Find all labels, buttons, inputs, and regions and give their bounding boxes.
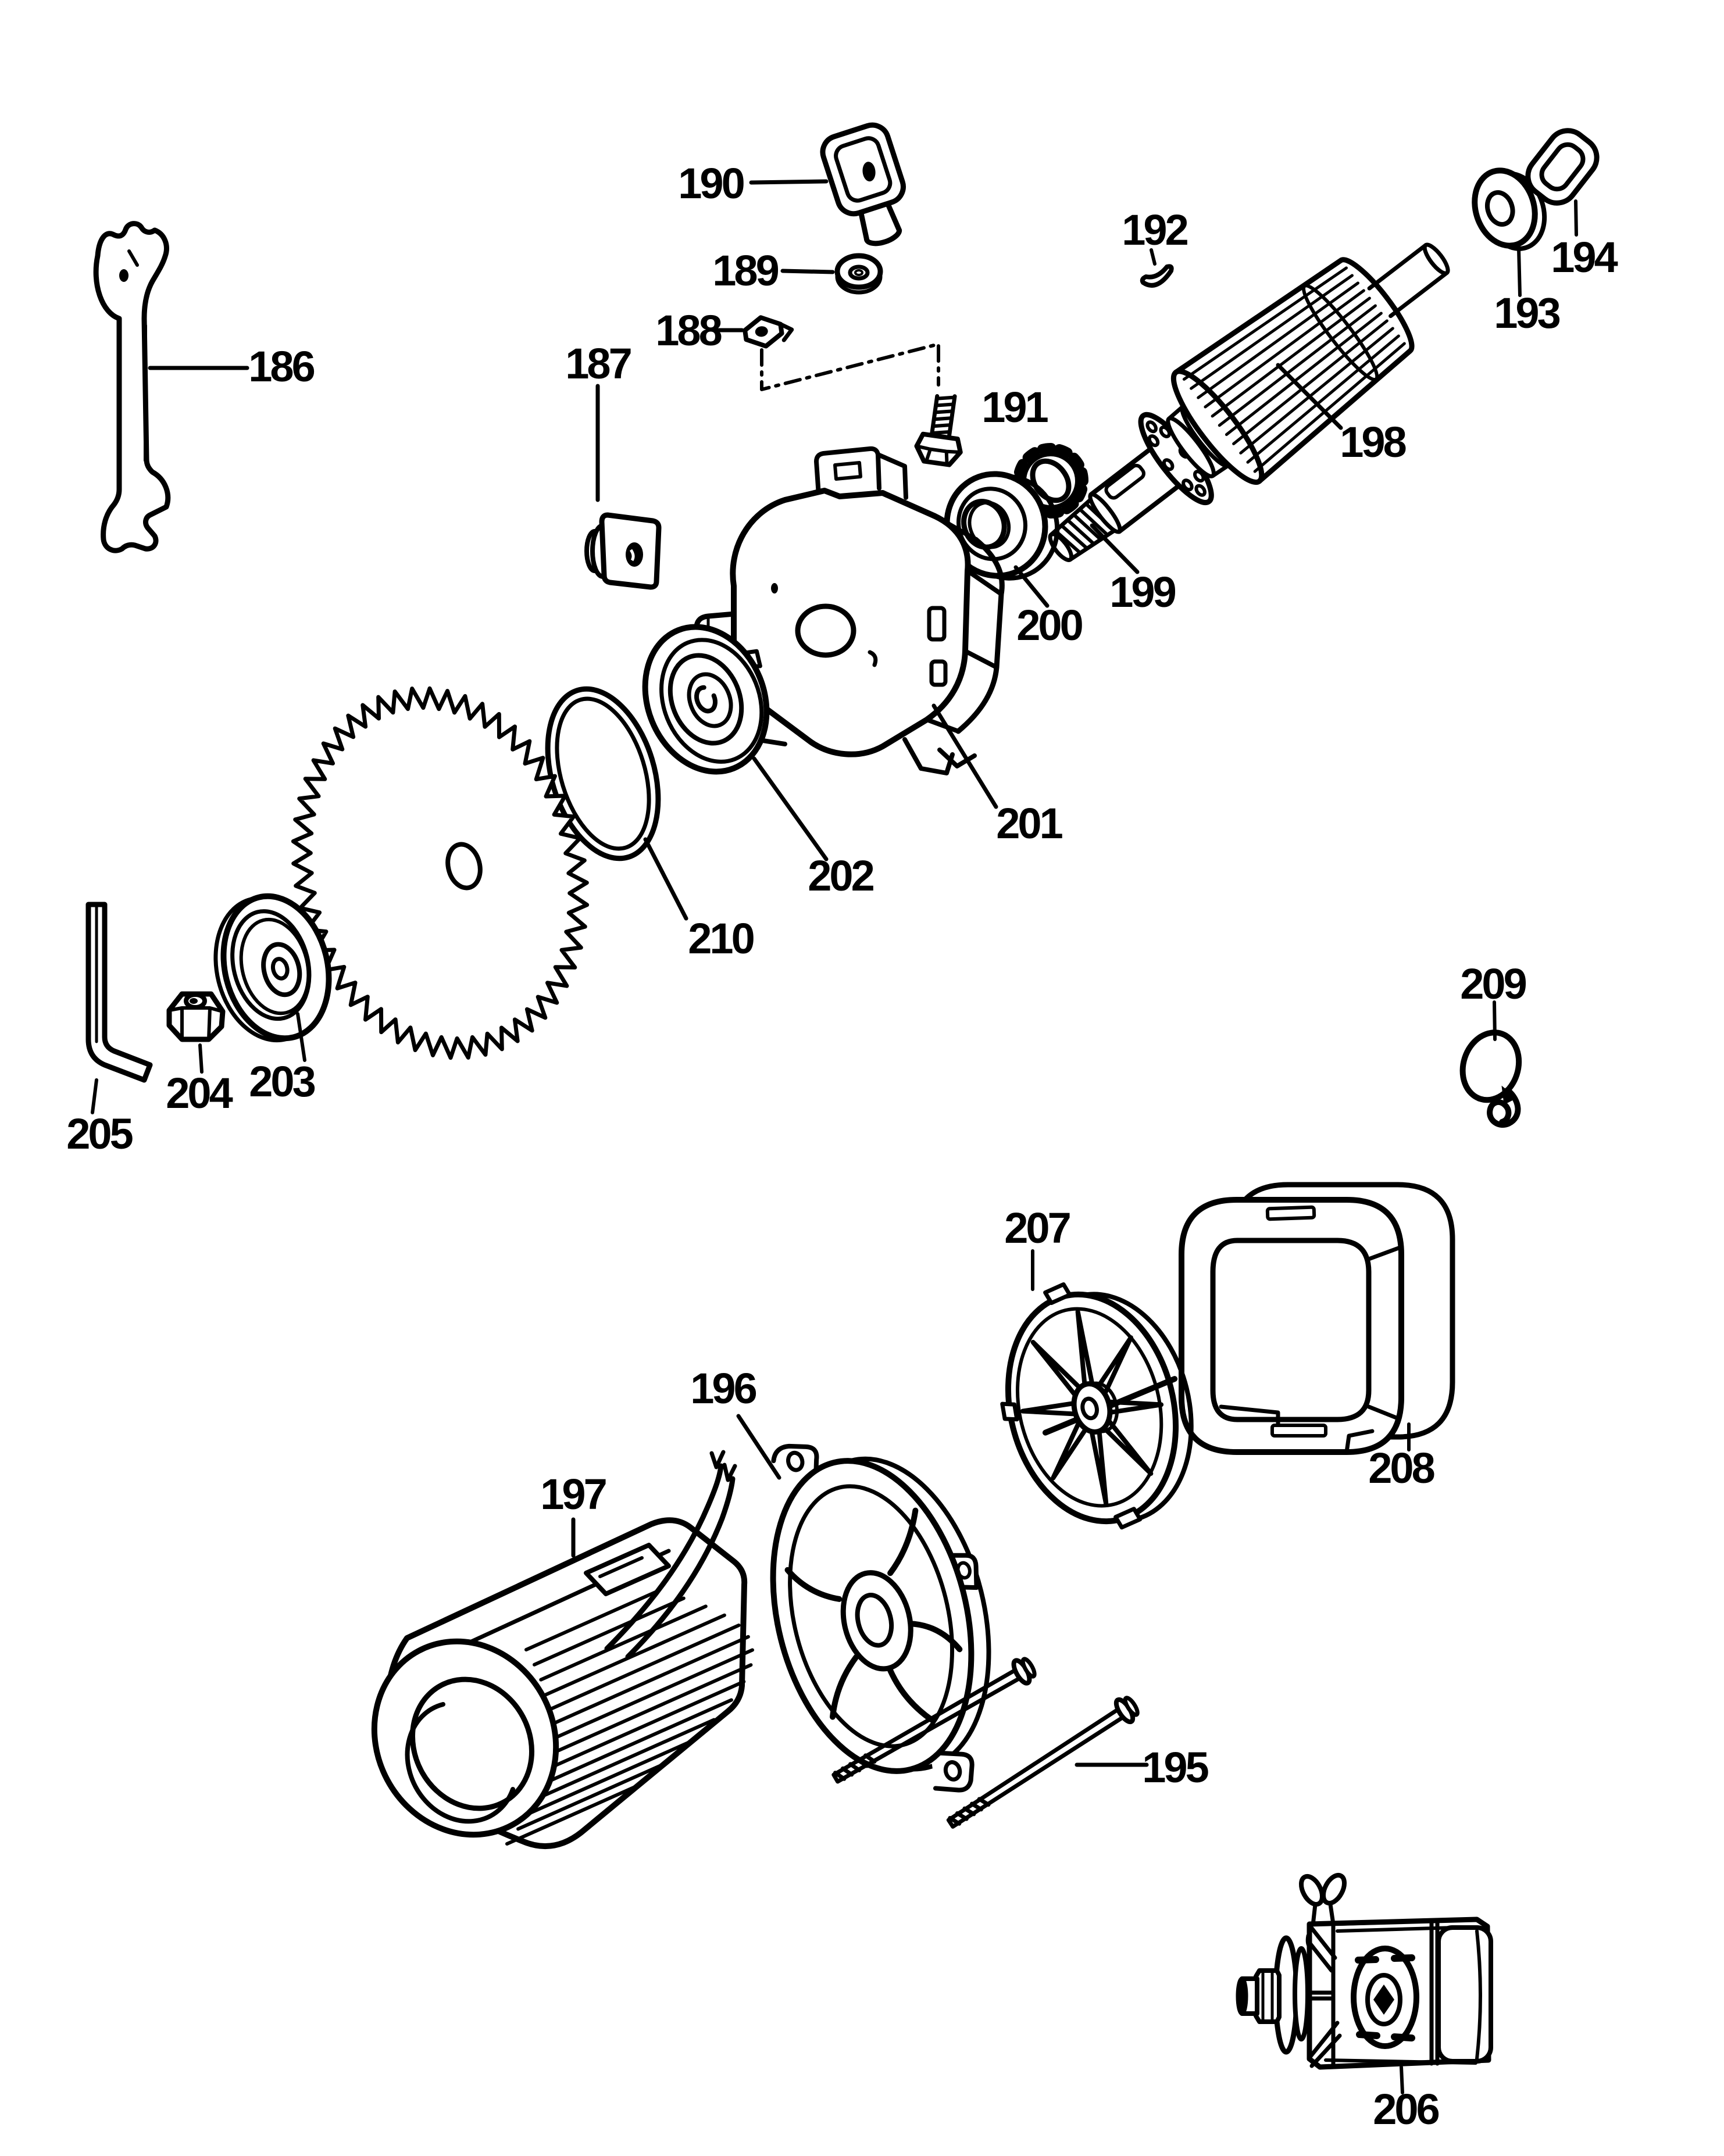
leader-210 xyxy=(643,837,688,921)
callout-199: 199 xyxy=(1109,568,1175,616)
callout-196: 196 xyxy=(690,1364,756,1413)
part-210-o-ring xyxy=(545,686,661,861)
leader-192 xyxy=(1150,248,1157,266)
part-195-bolt-b xyxy=(946,1696,1140,1829)
callout-189: 189 xyxy=(712,246,778,295)
callout-195: 195 xyxy=(1142,1743,1208,1792)
callout-186: 186 xyxy=(248,342,314,391)
part-186-open-end-wrench xyxy=(93,221,171,553)
part-193-bearing xyxy=(1472,167,1547,251)
part-208-field-housing xyxy=(1179,1182,1455,1455)
callout-188: 188 xyxy=(655,306,721,355)
part-209-spring-clip xyxy=(1459,1029,1522,1128)
part-198-armature xyxy=(1048,242,1450,562)
leader-209 xyxy=(1493,1000,1497,1041)
part-203-blade-flange xyxy=(213,893,332,1043)
leader-190 xyxy=(749,179,829,185)
leader-199 xyxy=(1090,523,1140,574)
callout-194: 194 xyxy=(1551,233,1618,281)
wire-fork xyxy=(709,1450,737,1482)
callout-208: 208 xyxy=(1368,1444,1434,1492)
callout-190: 190 xyxy=(678,159,744,208)
callout-198: 198 xyxy=(1340,418,1405,466)
callout-201: 201 xyxy=(996,799,1062,848)
callout-206: 206 xyxy=(1373,2085,1439,2133)
part-192-key xyxy=(1140,264,1174,288)
callout-207: 207 xyxy=(1004,1204,1069,1252)
part-190-knob xyxy=(820,122,906,246)
part-204-nut xyxy=(166,991,226,1042)
leader-200 xyxy=(1013,565,1050,608)
callout-193: 193 xyxy=(1494,289,1559,337)
part-205-hex-key xyxy=(85,902,153,1083)
callout-187: 187 xyxy=(565,339,630,388)
callout-203: 203 xyxy=(249,1057,315,1106)
leader-196 xyxy=(736,1414,781,1480)
callout-205: 205 xyxy=(66,1110,133,1158)
part-194-mount xyxy=(1525,128,1600,206)
part-207-fan xyxy=(1000,1282,1194,1530)
leader-204 xyxy=(198,1043,204,1074)
leader-205 xyxy=(91,1078,98,1114)
leader-193 xyxy=(1517,247,1522,297)
leader-202 xyxy=(752,756,829,861)
part-200-bearing xyxy=(944,471,1060,581)
callout-191: 191 xyxy=(981,383,1048,431)
part-202-flange xyxy=(642,624,770,775)
leader-203 xyxy=(296,1012,306,1062)
saw-blade xyxy=(291,686,590,1060)
callout-200: 200 xyxy=(1016,601,1082,649)
leader-201 xyxy=(931,703,998,809)
callout-202: 202 xyxy=(808,852,873,900)
part-196-baffle xyxy=(770,1443,991,1793)
assembly-line-188-191 xyxy=(760,342,940,391)
callout-192: 192 xyxy=(1122,206,1187,254)
part-191-screw xyxy=(914,394,963,467)
part-195-bolt-a xyxy=(831,1657,1037,1784)
part-206-motor-assembly xyxy=(1236,1872,1493,2070)
leader-198 xyxy=(1276,363,1343,430)
part-187-retainer xyxy=(584,512,662,590)
callout-209: 209 xyxy=(1460,960,1526,1008)
part-189-washer xyxy=(834,253,883,295)
leader-206 xyxy=(1400,2065,1404,2094)
callout-204: 204 xyxy=(166,1069,233,1117)
part-197-motor-can xyxy=(371,1450,754,1850)
leader-189 xyxy=(780,269,835,274)
callout-197: 197 xyxy=(540,1470,605,1518)
part-188-clip xyxy=(743,315,794,349)
callout-210: 210 xyxy=(688,914,754,963)
